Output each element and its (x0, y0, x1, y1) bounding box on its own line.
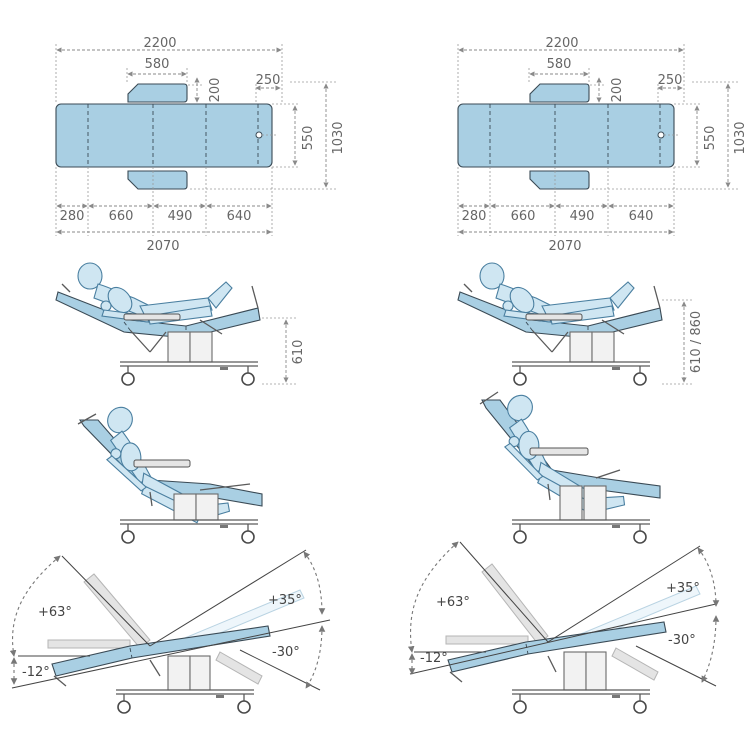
angle-back-up-right: +63° (436, 595, 470, 610)
pad-length-label: 2070 (548, 239, 581, 254)
upright-view-left (77, 401, 263, 544)
headrest-offset-label: 250 (256, 73, 281, 88)
headrest-offset-label: 250 (658, 73, 683, 88)
overall-length-label: 2200 (545, 36, 578, 51)
section-1-label: 280 (462, 209, 487, 224)
armrest-depth-label: 200 (208, 78, 223, 103)
pad-length-label: 2070 (146, 239, 179, 254)
height-dimension-left: 610 (262, 317, 306, 385)
angle-leg-down-right: -30° (668, 633, 696, 648)
armrest-depth-label: 200 (610, 78, 625, 103)
width-label: 550 (301, 126, 316, 151)
upright-view-right (479, 389, 661, 544)
height-dimension-right: 610 / 860 (662, 299, 704, 385)
angle-leg-up-left: +35° (268, 593, 302, 608)
angle-view-left: +63° -12° +35° -30° (9, 549, 331, 714)
angle-view-right: +63° -12° +35° -30° (407, 541, 720, 714)
section-2-label: 660 (109, 209, 134, 224)
section-4-label: 640 (629, 209, 654, 224)
section-3-label: 490 (570, 209, 595, 224)
table-pad (55, 103, 273, 168)
overall-length-label: 2200 (143, 36, 176, 51)
height-label-right: 610 / 860 (689, 311, 704, 373)
angle-leg-down-left: -30° (272, 645, 300, 660)
total-width-label: 1030 (331, 121, 346, 154)
section-1-label: 280 (60, 209, 85, 224)
armrest-length-label: 580 (547, 57, 572, 72)
table-pad (457, 103, 675, 168)
angle-back-up-left: +63° (38, 605, 72, 620)
armrest-bottom (529, 170, 590, 190)
angle-leg-up-right: +35° (666, 581, 700, 596)
angle-back-down-right: -12° (420, 651, 448, 666)
armrest-top (529, 83, 590, 103)
angle-back-down-left: -12° (22, 665, 50, 680)
total-width-label: 1030 (733, 121, 748, 154)
top-view-right: 2200 580 200 250 550 1030 280 660 490 640 2070 (457, 36, 748, 254)
section-2-label: 660 (511, 209, 536, 224)
top-view-left: 2200 580 200 250 550 1030 280 660 490 640 2070 (55, 36, 346, 254)
reclined-view-right (457, 262, 663, 386)
height-label-left: 610 (291, 340, 306, 365)
reclined-view-left (55, 262, 261, 386)
section-4-label: 640 (227, 209, 252, 224)
armrest-length-label: 580 (145, 57, 170, 72)
width-label: 550 (703, 126, 718, 151)
armrest-bottom (127, 170, 188, 190)
section-3-label: 490 (168, 209, 193, 224)
armrest-top (127, 83, 188, 103)
